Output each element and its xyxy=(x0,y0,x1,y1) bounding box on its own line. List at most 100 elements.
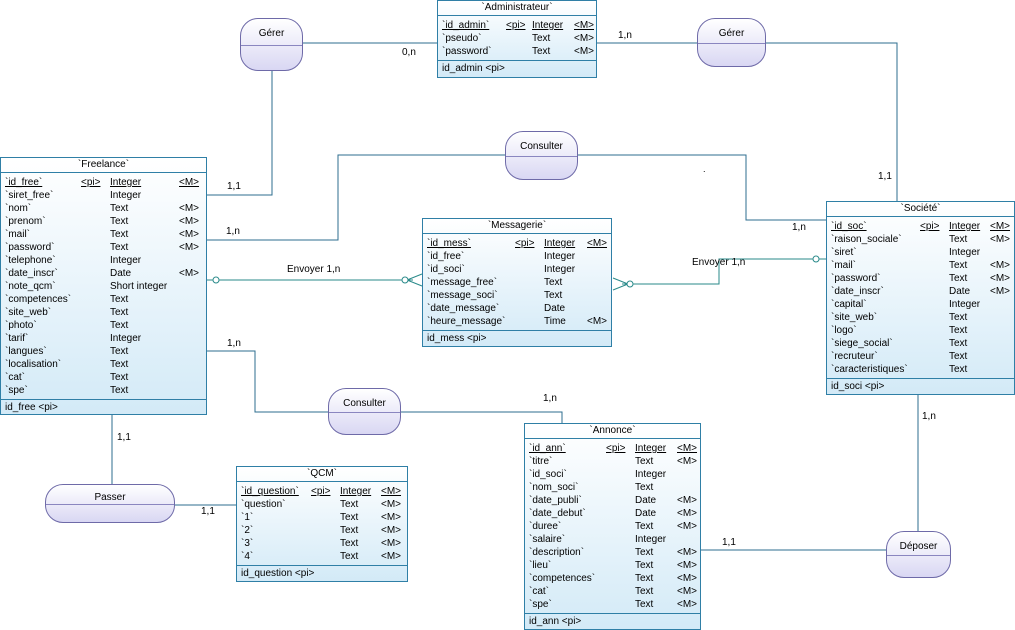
attribute-row: `password`Text<M> xyxy=(5,241,202,254)
attribute-name: `date_debut` xyxy=(529,508,586,519)
cardinality-free-consulter-top: 1,n xyxy=(226,226,240,237)
attribute-type: Text xyxy=(949,234,968,245)
attribute-list: `id_question`<pi>Integer<M>`question`Tex… xyxy=(237,482,407,566)
attribute-mand: <M> xyxy=(574,20,595,31)
attribute-row: `raison_sociale`Text<M> xyxy=(831,233,1010,246)
attribute-row: `capital`Integer xyxy=(831,298,1010,311)
attribute-mand: <M> xyxy=(677,560,698,571)
attribute-row: `description`Text<M> xyxy=(529,546,698,559)
attribute-mand: <M> xyxy=(990,260,1011,271)
attribute-name: `duree` xyxy=(529,521,562,532)
attribute-type: Integer xyxy=(635,469,667,480)
cardinality-ann-consulter-bottom: 1,n xyxy=(543,393,557,404)
attribute-row: `id_soci`Integer xyxy=(427,263,607,276)
entity-annonce[interactable]: `Annonce` `id_ann`<pi>Integer<M>`titre` T… xyxy=(524,423,701,630)
attribute-key: <pi> xyxy=(81,177,101,188)
attribute-name: `raison_sociale` xyxy=(831,234,902,245)
association-passer[interactable]: Passer xyxy=(45,484,175,523)
attribute-name: `4` xyxy=(241,551,254,562)
attribute-type: Integer xyxy=(532,20,564,31)
attribute-type: Text xyxy=(532,46,551,57)
attribute-name: `note_qcm` xyxy=(5,281,56,292)
link-envoyer-right-crow-top xyxy=(612,277,629,285)
attribute-name: `mail` xyxy=(831,260,856,271)
attribute-type: Text xyxy=(949,273,968,284)
attribute-name: `cat` xyxy=(529,586,549,597)
association-gerer-left[interactable]: Gérer xyxy=(240,18,303,71)
association-deposer[interactable]: Déposer xyxy=(886,531,951,578)
attribute-type: Text xyxy=(340,538,359,549)
attribute-type: Text xyxy=(110,294,129,305)
attribute-mand: <M> xyxy=(574,46,595,57)
entity-title: `Annonce` xyxy=(525,424,700,439)
attribute-key: <pi> xyxy=(920,221,940,232)
attribute-name: `localisation` xyxy=(5,359,62,370)
attribute-row: `id_free`Integer xyxy=(427,250,607,263)
entity-societe[interactable]: `Société` `id_soc`<pi>Integer<M>`raison_… xyxy=(826,201,1015,395)
attribute-name: `message_free` xyxy=(427,277,498,288)
attribute-type: Text xyxy=(544,277,563,288)
link-freelance-consulter-top xyxy=(207,154,505,241)
attribute-name: `siret_free` xyxy=(5,190,54,201)
attribute-mand: <M> xyxy=(179,177,200,188)
attribute-name: `date_inscr` xyxy=(831,286,884,297)
attribute-mand: <M> xyxy=(381,486,402,497)
attribute-row: `1`Text<M> xyxy=(241,511,403,524)
attribute-type: Integer xyxy=(544,238,576,249)
attribute-type: Integer xyxy=(949,221,981,232)
attribute-list: `id_admin`<pi>Integer<M>`pseudo`Text<M>`… xyxy=(438,16,596,61)
attribute-type: Text xyxy=(110,320,129,331)
entity-administrateur[interactable]: `Administrateur` `id_admin`<pi>Integer<M… xyxy=(437,0,597,78)
attribute-mand: <M> xyxy=(677,599,698,610)
association-consulter-top[interactable]: Consulter xyxy=(505,131,578,180)
attribute-type: Text xyxy=(635,560,654,571)
attribute-row: `tarif`Integer xyxy=(5,332,202,345)
attribute-name: `titre` xyxy=(529,456,553,467)
attribute-mand: <M> xyxy=(587,238,608,249)
attribute-mand: <M> xyxy=(677,547,698,558)
association-gerer-right[interactable]: Gérer xyxy=(697,18,766,67)
attribute-name: `id_free` xyxy=(5,177,43,188)
attribute-row: `salaire`Integer xyxy=(529,533,696,546)
attribute-mand: <M> xyxy=(677,521,698,532)
attribute-mand: <M> xyxy=(179,229,200,240)
attribute-name: `recruteur` xyxy=(831,351,878,362)
attribute-row: `pseudo`Text<M> xyxy=(442,32,594,45)
association-label: Gérer xyxy=(241,19,302,46)
attribute-name: `password` xyxy=(831,273,881,284)
link-envoyer-right-crow-bottom xyxy=(612,283,629,291)
attribute-type: Text xyxy=(110,216,129,227)
attribute-row: `cat`Text<M> xyxy=(529,585,697,598)
entity-title: `Messagerie` xyxy=(423,219,611,234)
attribute-row: `duree`Text<M> xyxy=(529,520,698,533)
attribute-row: `message_soci`Text xyxy=(427,289,607,302)
link-gerer-left-freelance xyxy=(207,71,273,196)
attribute-type: Text xyxy=(635,547,654,558)
attribute-type: Text xyxy=(635,599,654,610)
entity-identifier: id_soci <pi> xyxy=(831,381,885,392)
attribute-type: Integer xyxy=(949,299,981,310)
attribute-mand: <M> xyxy=(381,525,402,536)
attribute-type: Integer xyxy=(635,534,667,545)
entity-title: `Administrateur` xyxy=(438,1,596,16)
attribute-type: Text xyxy=(110,229,129,240)
cardinality-free-consulter-bottom: 1,n xyxy=(227,338,241,349)
attribute-type: Text xyxy=(949,351,968,362)
association-consulter-bottom[interactable]: Consulter xyxy=(328,388,401,435)
attribute-type: Text xyxy=(635,586,654,597)
attribute-type: Text xyxy=(340,499,359,510)
entity-messagerie[interactable]: `Messagerie` `id_mess`<pi>Integer<M>`id_… xyxy=(422,218,612,347)
entity-freelance[interactable]: `Freelance` `id_free`<pi>Integer<M>`sire… xyxy=(0,157,207,415)
attribute-row: `id_ann`<pi>Integer<M> xyxy=(529,442,697,455)
entity-qcm[interactable]: `QCM` `id_question`<pi>Integer<M>`questi… xyxy=(236,466,408,582)
attribute-name: `photo` xyxy=(5,320,37,331)
attribute-row: `photo` Text xyxy=(5,319,202,332)
attribute-type: Date xyxy=(635,508,657,519)
attribute-name: `telephone` xyxy=(5,255,56,266)
attribute-name: `password` xyxy=(442,46,492,57)
stray-dot: . xyxy=(703,164,706,174)
attribute-mand: <M> xyxy=(381,551,402,562)
attribute-type: Text xyxy=(340,512,359,523)
attribute-list: `id_free`<pi>Integer<M>`siret_free`Integ… xyxy=(1,173,206,400)
